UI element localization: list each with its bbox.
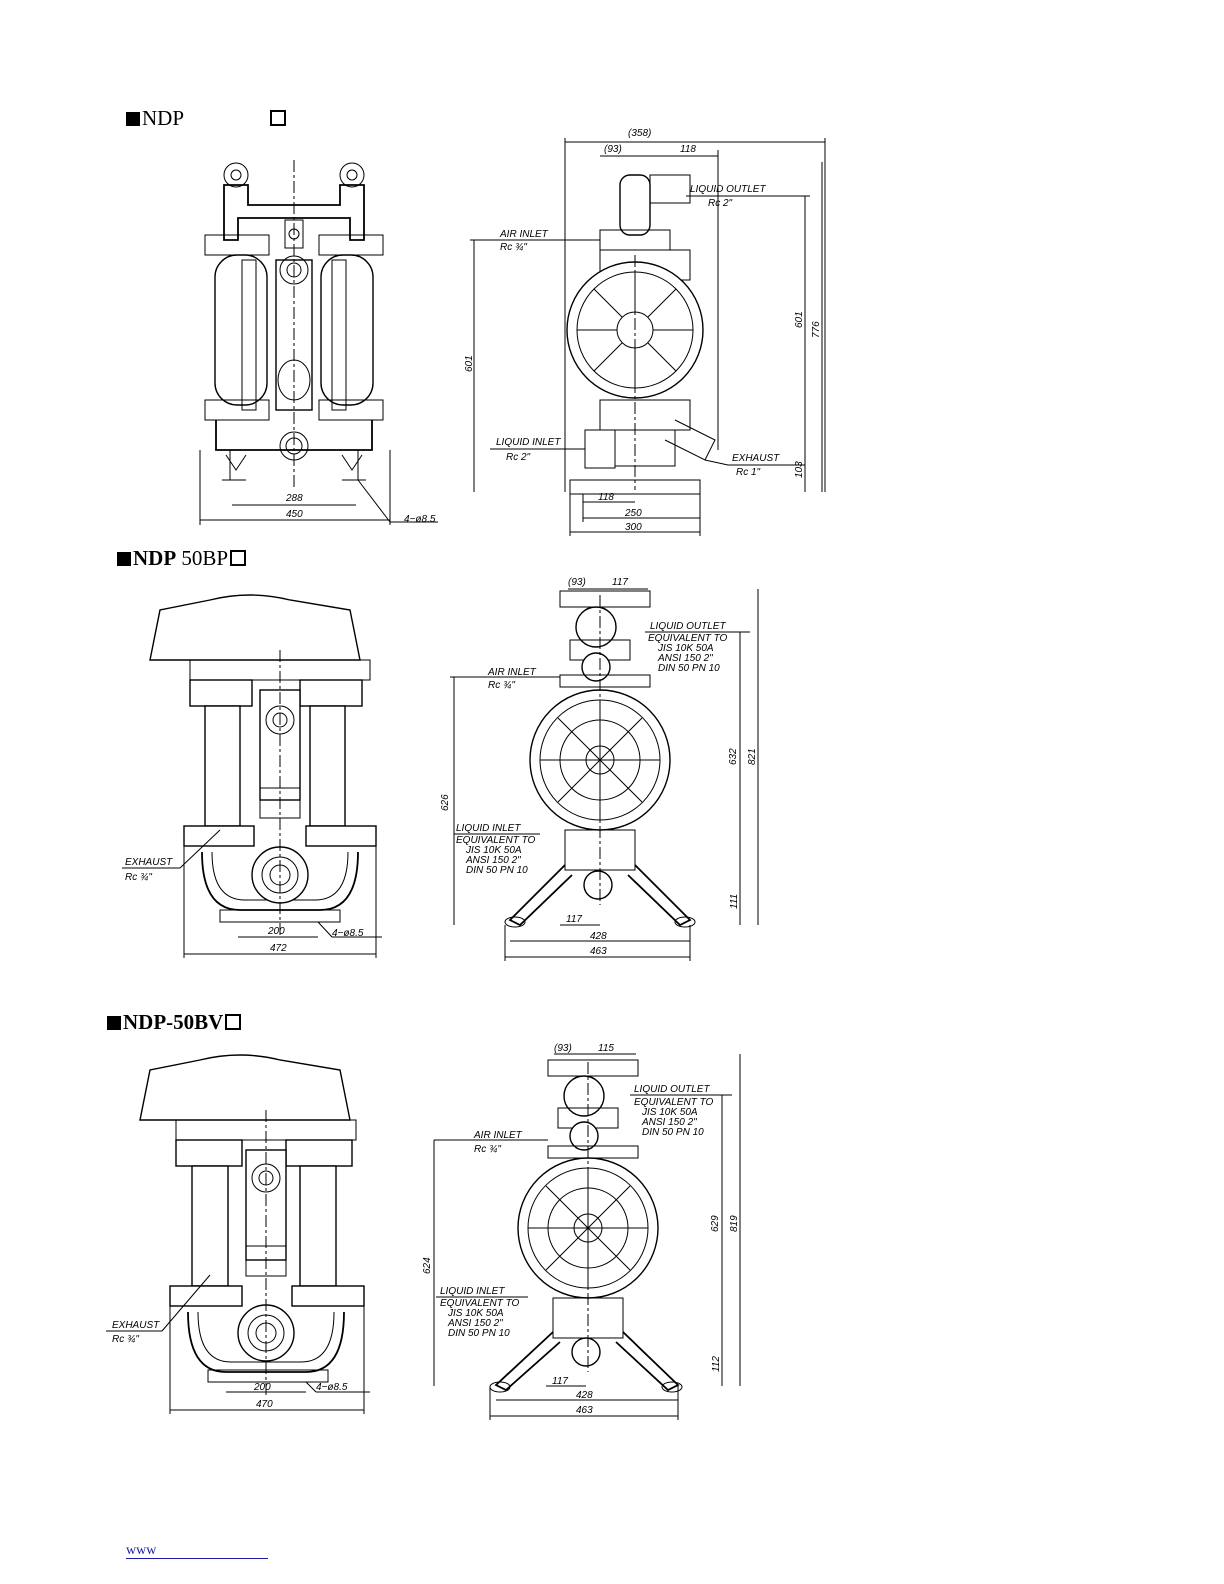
dim-463-label: 463 [576, 1405, 593, 1416]
dim-601-left-label: 601 [464, 355, 475, 372]
exhaust-size: Rc ¾" [112, 1334, 139, 1345]
air-inlet-size: Rc ¾" [500, 242, 527, 253]
section-2-side-view: (93) 117 LIQUID OUTLET EQUIVALENT TO JIS… [440, 577, 759, 961]
outlet-eq-3: DIN 50 PN 10 [658, 663, 720, 674]
dim-103-label: 103 [794, 461, 805, 478]
holes-label: 4−ø8.5 [332, 928, 364, 939]
section-1-title: NDP [126, 106, 287, 130]
dim-118-top-label: 118 [680, 144, 696, 155]
liquid-inlet-label: LIQUID INLET [440, 1286, 505, 1297]
dim-111-label: 111 [729, 894, 740, 909]
dim-93-label: (93) [604, 144, 622, 155]
dim-117-bottom-label: 117 [552, 1376, 568, 1387]
air-inlet-size: Rc ¾" [474, 1144, 501, 1155]
dim-117-bottom-label: 117 [566, 914, 582, 925]
dim-300-label: 300 [625, 522, 642, 533]
empty-square-icon [225, 1014, 242, 1030]
pump-side-drawing [504, 590, 696, 928]
liquid-outlet-label: LIQUID OUTLET [634, 1084, 710, 1095]
dim-821-label: 821 [747, 748, 758, 765]
inlet-eq-3: DIN 50 PN 10 [448, 1328, 510, 1339]
dim-93-label: (93) [568, 577, 586, 588]
dim-470-label: 470 [256, 1399, 273, 1410]
dim-601-right-label: 601 [794, 311, 805, 328]
dim-93-label: (93) [554, 1043, 572, 1054]
section-1-front-view: 288 450 4−ø8.5 [199, 160, 438, 525]
dim-358-label: (358) [628, 128, 651, 139]
dim-450-label: 450 [286, 509, 303, 520]
outlet-eq-3: DIN 50 PN 10 [642, 1127, 704, 1138]
dim-819-label: 819 [729, 1215, 740, 1232]
air-inlet-size: Rc ¾" [488, 680, 515, 691]
dim-428-label: 428 [576, 1390, 593, 1401]
dim-200-label: 200 [267, 926, 285, 937]
exhaust-label: EXHAUST [112, 1320, 160, 1331]
holes-label: 4−ø8.5 [316, 1382, 348, 1393]
dim-115-top-label: 115 [598, 1043, 614, 1054]
dim-632-label: 632 [728, 748, 739, 765]
black-square-icon [107, 1016, 121, 1030]
dim-472-label: 472 [270, 943, 287, 954]
exhaust-size: Rc ¾" [125, 872, 152, 883]
pump-body-drawing [139, 1054, 365, 1395]
black-square-icon [117, 552, 131, 566]
outlet-eq-1: JIS 10K 50A [641, 1107, 698, 1118]
black-square-icon [126, 112, 140, 126]
liquid-inlet-label: LIQUID INLET [496, 437, 561, 448]
dim-629-label: 629 [710, 1215, 721, 1232]
liquid-outlet-size: Rc 2" [708, 198, 733, 209]
dim-624-label: 624 [422, 1257, 433, 1274]
air-inlet-label: AIR INLET [487, 667, 537, 678]
liquid-inlet-label: LIQUID INLET [456, 823, 521, 834]
footer-link[interactable]: www [126, 1543, 157, 1558]
dim-200-label: 200 [253, 1382, 271, 1393]
outlet-eq-0: EQUIVALENT TO [648, 633, 728, 644]
pump-body-drawing [149, 594, 377, 935]
inlet-eq-0: EQUIVALENT TO [456, 835, 536, 846]
dim-112-label: 112 [711, 1356, 722, 1372]
footer-underline [126, 1558, 268, 1559]
inlet-eq-2: ANSI 150 2" [465, 855, 521, 866]
dim-117-top-label: 117 [612, 577, 628, 588]
dim-288-label: 288 [285, 493, 303, 504]
section-3-title: NDP-50BV [107, 1010, 242, 1034]
dim-428-label: 428 [590, 931, 607, 942]
inlet-eq-0: EQUIVALENT TO [440, 1298, 520, 1309]
inlet-eq-1: JIS 10K 50A [465, 845, 522, 856]
air-inlet-label: AIR INLET [473, 1130, 523, 1141]
inlet-eq-3: DIN 50 PN 10 [466, 865, 528, 876]
outlet-eq-2: ANSI 150 2" [641, 1117, 697, 1128]
liquid-inlet-size: Rc 2" [506, 452, 531, 463]
empty-square-icon [270, 110, 287, 126]
outlet-eq-1: JIS 10K 50A [657, 643, 714, 654]
empty-square-icon [230, 550, 247, 566]
exhaust-size: Rc 1" [736, 467, 761, 478]
dim-463-label: 463 [590, 946, 607, 957]
pump-body-drawing [204, 160, 384, 490]
section-3-side-view: (93) 115 LIQUID OUTLET EQUIVALENT TO JIS… [422, 1043, 741, 1420]
pump-side-drawing [566, 174, 716, 495]
dim-626-label: 626 [440, 794, 451, 811]
exhaust-label: EXHAUST [125, 857, 173, 868]
dim-250-label: 250 [624, 508, 642, 519]
holes-label: 4−ø8.5 [404, 514, 436, 525]
dim-776-label: 776 [811, 321, 822, 338]
section-3-front-view: EXHAUST Rc ¾" 200 470 4−ø8.5 [106, 1054, 370, 1414]
inlet-eq-1: JIS 10K 50A [447, 1308, 504, 1319]
air-inlet-label: AIR INLET [499, 229, 549, 240]
section-2-title: NDP 50BP [117, 546, 247, 570]
pump-side-drawing [489, 1059, 683, 1393]
outlet-eq-2: ANSI 150 2" [657, 653, 713, 664]
dim-118-bottom-label: 118 [598, 492, 614, 503]
section-2-front-view: EXHAUST Rc ¾" 200 472 4−ø8.5 [122, 594, 382, 958]
outlet-eq-0: EQUIVALENT TO [634, 1097, 714, 1108]
liquid-outlet-label: LIQUID OUTLET [650, 621, 726, 632]
section-1-side-view: (358) (93) 118 LIQUID OUTLET Rc 2" AIR I… [464, 128, 826, 536]
liquid-outlet-label: LIQUID OUTLET [690, 184, 766, 195]
inlet-eq-2: ANSI 150 2" [447, 1318, 503, 1329]
exhaust-label: EXHAUST [732, 453, 780, 464]
